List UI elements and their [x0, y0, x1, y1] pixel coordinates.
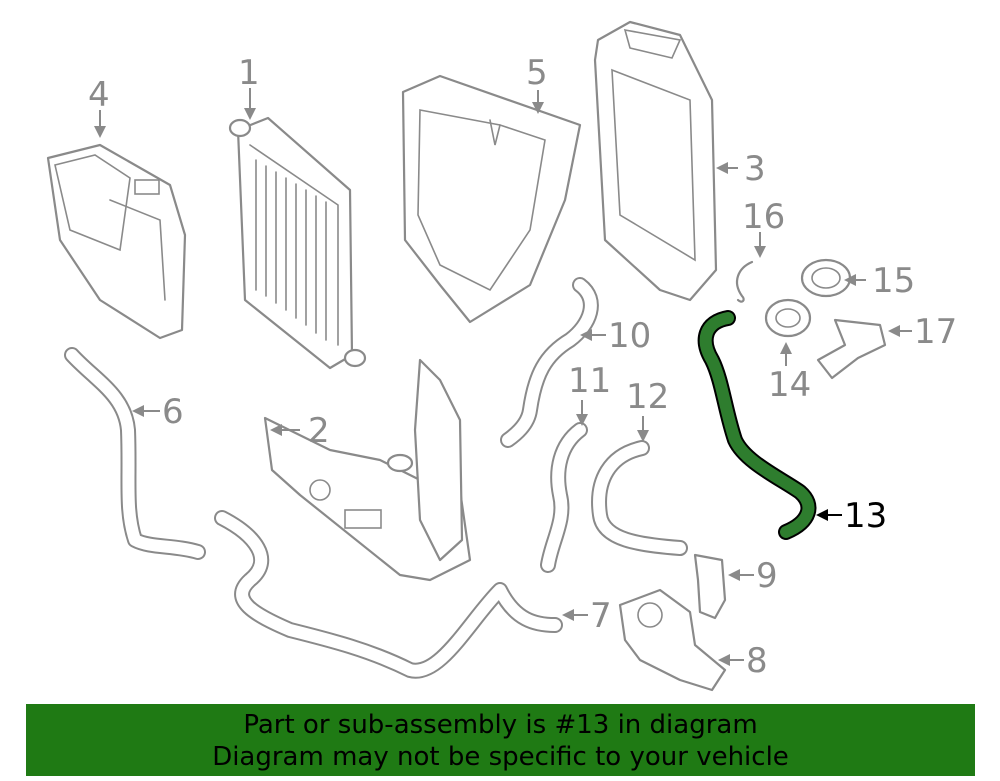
part-7-hose: [214, 510, 563, 679]
callout-3: 3: [716, 149, 766, 189]
svg-text:9: 9: [756, 556, 778, 596]
callout-16: 16: [742, 197, 785, 258]
part-13-hose-highlighted: [697, 310, 817, 540]
callout-11: 11: [568, 361, 611, 426]
callout-7: 7: [562, 596, 612, 636]
callout-9: 9: [728, 556, 778, 596]
callout-13: 13: [816, 496, 887, 536]
part-14-connector: [764, 298, 812, 338]
svg-text:14: 14: [768, 365, 811, 405]
part-16-clip: [735, 260, 754, 303]
callout-1: 1: [238, 53, 260, 120]
svg-text:1: 1: [238, 53, 260, 93]
part-3-frame: [593, 20, 718, 302]
svg-text:17: 17: [914, 312, 957, 352]
svg-text:6: 6: [162, 392, 184, 432]
callout-17: 17: [888, 312, 957, 352]
callout-2: 2: [270, 411, 330, 451]
svg-text:11: 11: [568, 361, 611, 401]
part-8-pump: [618, 588, 727, 692]
callout-15: 15: [844, 261, 915, 301]
callout-6: 6: [132, 392, 184, 432]
banner-line-1: Part or sub-assembly is #13 in diagram: [243, 710, 758, 740]
svg-text:8: 8: [746, 641, 768, 681]
callout-14: 14: [768, 342, 811, 405]
part-15-seal-ring: [800, 258, 852, 298]
svg-text:4: 4: [88, 75, 110, 115]
banner-line-2: Diagram may not be specific to your vehi…: [212, 742, 789, 772]
part-6-hose: [64, 347, 206, 560]
callout-12: 12: [626, 377, 669, 442]
callout-10: 10: [580, 316, 651, 356]
svg-text:2: 2: [308, 411, 330, 451]
part-12-hose: [591, 440, 688, 556]
callout-5: 5: [526, 53, 548, 114]
svg-text:7: 7: [590, 596, 612, 636]
part-1-radiator: [228, 116, 367, 370]
svg-text:15: 15: [872, 261, 915, 301]
part-17-bracket: [816, 318, 887, 380]
callout-4: 4: [88, 75, 110, 138]
svg-text:5: 5: [526, 53, 548, 93]
svg-text:3: 3: [744, 149, 766, 189]
svg-text:10: 10: [608, 316, 651, 356]
part-9-bracket: [693, 553, 727, 620]
svg-text:16: 16: [742, 197, 785, 237]
svg-text:12: 12: [626, 377, 669, 417]
svg-text:13: 13: [844, 496, 887, 536]
callout-8: 8: [718, 641, 768, 681]
part-4-shroud: [46, 143, 187, 340]
notice-banner: Part or sub-assembly is #13 in diagram D…: [26, 704, 975, 776]
part-11-hose: [540, 422, 588, 573]
part-2-bracket: [263, 358, 472, 582]
parts-diagram: 1 2 3 4 5 6 7 8 9 10: [46, 20, 957, 692]
part-5-fan-shroud: [401, 74, 582, 324]
part-10-hose: [500, 277, 599, 448]
